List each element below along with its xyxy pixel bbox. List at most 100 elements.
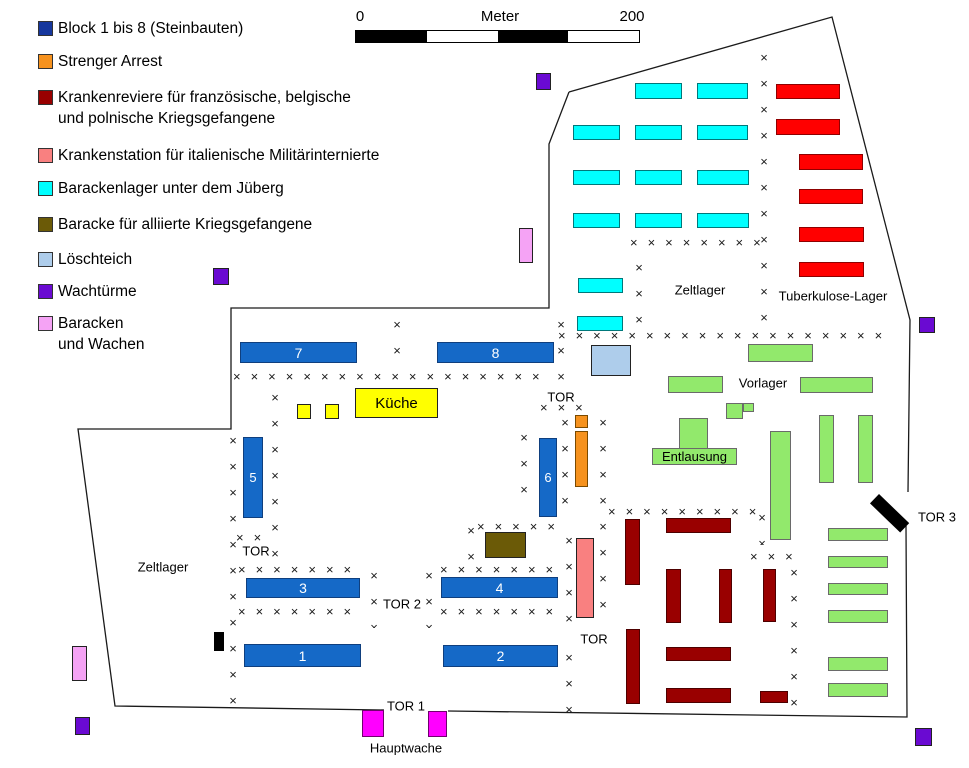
scale-label: Meter: [480, 8, 520, 25]
legend-label-krankenreviere: Krankenreviere für französische, belgisc…: [58, 89, 351, 127]
vorlager-building: [828, 657, 888, 671]
map-label-tor-left: TOR: [242, 543, 270, 559]
vorlager-building: [819, 415, 834, 483]
cyan-barrack: [697, 83, 748, 99]
fence: ×××××××××: [608, 505, 762, 518]
block-6-label: 6: [544, 470, 552, 485]
fence: × × × ×: [561, 415, 569, 508]
map-label-tor-1: TOR 1: [386, 698, 426, 714]
block-2: 2: [443, 645, 558, 667]
cyan-barrack: [635, 83, 682, 99]
fence: × × ×: [520, 430, 528, 497]
krankenrevier: [763, 569, 776, 622]
block-1-label: 1: [298, 647, 307, 664]
fence: ××: [236, 531, 272, 544]
fence: ×××××××: [440, 605, 563, 618]
fence: ×××××××: [238, 563, 362, 576]
legend-label-loeschteich: Löschteich: [58, 251, 133, 268]
fence: ×××: [750, 550, 800, 563]
vorlager-building: [828, 610, 888, 623]
legend-label-block-1-8: Block 1 bis 8 (Steinbauten): [58, 20, 244, 37]
cyan-barrack: [635, 213, 682, 228]
krankenstation: [576, 538, 594, 618]
fence: × ×: [393, 317, 401, 358]
gate-tor1-right: [428, 711, 447, 737]
krankenrevier: [625, 519, 640, 585]
block-6: 6: [539, 438, 557, 517]
legend-label-krankenstation: Krankenstation für italienische Militäri…: [58, 147, 380, 164]
tb-barrack: [776, 119, 840, 135]
map-label-tor-top: TOR: [547, 389, 575, 405]
vorlager-building: [828, 528, 888, 541]
legend-swatch-block-1-8: [38, 21, 53, 36]
strenger-arrest: [575, 415, 588, 428]
block-8-label: 8: [491, 344, 500, 361]
cyan-barrack: [573, 170, 620, 185]
cyan-barrack: [635, 170, 682, 185]
legend-label-barackenlager: Barackenlager unter dem Jüberg: [58, 180, 284, 197]
vorlager-building: [726, 403, 743, 419]
cyan-barrack: [573, 125, 620, 140]
krankenrevier: [760, 691, 788, 703]
cyan-barrack: [697, 125, 748, 140]
guard-barrack: [72, 646, 87, 681]
fence: × × ×: [370, 568, 378, 628]
krankenrevier: [666, 688, 731, 703]
strenger-arrest: [575, 431, 588, 487]
map-label-hauptwache: Hauptwache: [369, 740, 443, 756]
map-label-zeltlager-left: Zeltlager: [137, 559, 189, 575]
legend-swatch-wachtuerme: [38, 284, 53, 299]
loeschteich: [591, 345, 631, 376]
krankenrevier: [626, 629, 640, 704]
watchtower: [915, 728, 932, 746]
block-8: 8: [437, 342, 554, 363]
watchtower: [213, 268, 229, 285]
map-label-vorlager: Vorlager: [738, 375, 788, 391]
map-label-tor-2: TOR 2: [382, 596, 422, 612]
scale-bar: [355, 30, 640, 43]
legend-swatch-baracke-alliierte: [38, 217, 53, 232]
cyan-barrack: [697, 170, 749, 185]
small-black-building: [214, 632, 224, 651]
kueche-label: Küche: [375, 394, 418, 412]
block-5: 5: [243, 437, 263, 518]
block-1: 1: [244, 644, 361, 667]
vorlager-building: [770, 431, 791, 540]
legend-label-strenger-arrest: Strenger Arrest: [58, 53, 163, 70]
watchtower: [536, 73, 551, 90]
map-label-zeltlager-top: Zeltlager: [674, 282, 726, 298]
cyan-barrack: [578, 278, 623, 293]
block-4-label: 4: [495, 579, 504, 596]
guard-barrack: [519, 228, 533, 263]
gate-tor1-left: [362, 710, 384, 737]
vorlager-building: [668, 376, 723, 393]
legend-label-wachtuerme: Wachtürme: [58, 283, 137, 300]
vorlager-building: [858, 415, 873, 483]
legend-swatch-strenger-arrest: [38, 54, 53, 69]
scale-segment: [568, 31, 639, 42]
tb-barrack: [799, 189, 863, 204]
kueche: Küche: [355, 388, 438, 418]
entlausung-tower: [679, 418, 708, 449]
legend-swatch-krankenstation: [38, 148, 53, 163]
fence: × × ×: [565, 650, 573, 712]
fence: × ×: [467, 523, 475, 562]
vorlager-building: [828, 583, 888, 595]
fence: ×××××××: [238, 605, 362, 618]
fence: × × ×: [635, 260, 643, 327]
vorlager-building: [743, 403, 754, 412]
fence: × × ×: [557, 317, 565, 384]
kueche-annex: [325, 404, 339, 419]
fence: × ×: [758, 510, 766, 545]
map-label-tor-3: TOR 3: [917, 509, 957, 525]
scale-label: 0: [355, 8, 365, 25]
vorlager-building: [828, 683, 888, 697]
fence: ××××××××: [630, 236, 765, 249]
fence: ×××××××: [440, 563, 563, 576]
tb-barrack: [799, 227, 864, 242]
block-4: 4: [441, 577, 558, 598]
scale-segment: [426, 31, 498, 42]
legend-label-baracken-wachen: Baracken und Wachen: [58, 315, 145, 353]
block-2-label: 2: [496, 648, 505, 664]
